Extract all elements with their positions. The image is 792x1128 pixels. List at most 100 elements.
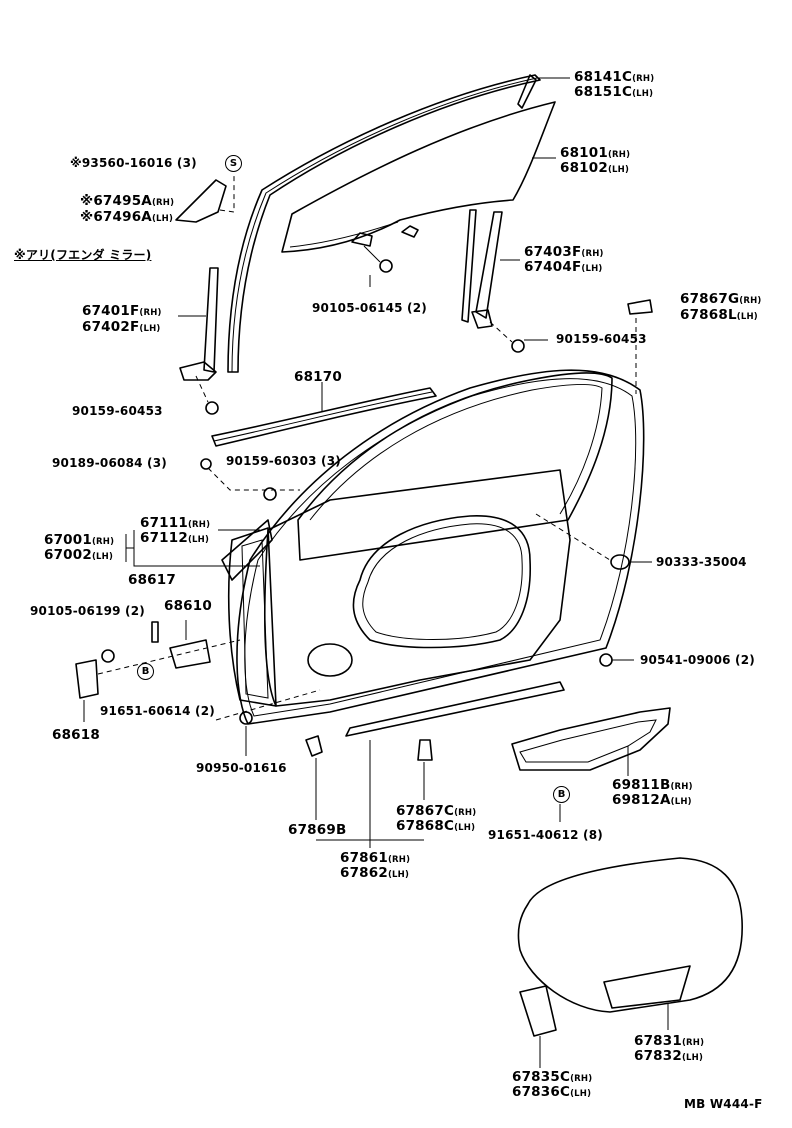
latch-bracket-69811b-inner	[519, 719, 657, 763]
label-90159-60303: 90159-60303 (3)	[226, 454, 341, 468]
label-68618: 68618	[52, 727, 100, 743]
label-69811b: 69811B(RH)	[612, 777, 693, 793]
label-67111: 67111(RH)	[140, 515, 211, 531]
latch-bracket-69811b	[511, 707, 671, 771]
circle-b-1: B	[137, 663, 154, 680]
label-93560: ※93560-16016 (3)	[70, 156, 197, 170]
label-67403f: 67403F(RH)	[524, 244, 604, 260]
door-weatherstrip-inner	[244, 378, 637, 717]
label-fender-mirror-note: ※アリ(フエンダ ミラー)	[14, 248, 152, 262]
label-67868c: 67868C(LH)	[396, 818, 476, 834]
rear-channel-67403f	[475, 211, 503, 319]
label-67868l: 67868L(LH)	[680, 307, 758, 323]
door-frame-sash	[297, 372, 613, 561]
belt-weatherstrip-68170	[211, 387, 437, 447]
run-channel-68141c	[227, 74, 541, 373]
label-91651-60614: 91651-60614 (2)	[100, 704, 215, 718]
dash-67401-bolt	[195, 375, 209, 403]
label-68101: 68101(RH)	[560, 145, 631, 161]
label-68610: 68610	[164, 598, 212, 614]
dash-90159-60303	[207, 467, 300, 491]
lower-weatherstrip	[345, 681, 565, 737]
door-hinge-pillar-inner	[241, 539, 269, 699]
bolt-90105a-head	[379, 259, 393, 273]
label-67869b: 67869B	[288, 822, 347, 838]
label-67496a: ※67496A(LH)	[80, 209, 174, 225]
bolt-90159-60453-b	[511, 339, 525, 353]
service-cover-67831	[517, 857, 743, 1013]
run-channel-corner	[517, 74, 537, 109]
label-90159-60453-a: 90159-60453	[72, 404, 163, 418]
label-91651-40612: 91651-40612 (8)	[488, 828, 603, 842]
label-90541-09006: 90541-09006 (2)	[640, 653, 755, 667]
run-channel-inner-line	[231, 77, 538, 373]
bolt-90105-06199	[101, 649, 115, 663]
dash-90333	[535, 513, 611, 561]
door-weatherstrip-67861	[236, 369, 645, 725]
label-67862: 67862(LH)	[340, 865, 410, 881]
front-channel-mount	[179, 361, 217, 381]
belt-weatherstrip-inner	[213, 391, 433, 442]
label-67002: 67002(LH)	[44, 547, 114, 563]
door-frame-sash-inner	[309, 383, 603, 521]
label-67112: 67112(LH)	[140, 530, 210, 546]
label-67401f: 67401F(RH)	[82, 303, 162, 319]
glass-bracket	[351, 232, 373, 247]
hinge-68618	[75, 659, 99, 699]
rear-channel-mount	[471, 309, 493, 329]
front-channel-67401f	[203, 267, 219, 373]
label-90159-60453-b: 90159-60453	[556, 332, 647, 346]
diagram-reference-code: MB W444-F	[684, 1097, 763, 1111]
label-90105-06145: 90105-06145 (2)	[312, 301, 427, 315]
label-68141c: 68141C(RH)	[574, 69, 655, 85]
door-hinge-pillar	[227, 527, 277, 707]
pad-67835c	[519, 985, 557, 1037]
door-panel-opening-inner	[362, 523, 523, 640]
door-panel-67001	[263, 469, 571, 707]
label-68151c: 68151C(LH)	[574, 84, 654, 100]
clip-67867c	[417, 739, 433, 761]
glass-bracket-2	[401, 225, 419, 238]
outer-panel-67111	[221, 519, 273, 581]
mirror-cover-67495a	[175, 179, 227, 223]
label-68617: 68617	[128, 572, 176, 588]
bolt-90159-60453-a	[205, 401, 219, 415]
label-90189-06084: 90189-06084 (3)	[52, 456, 167, 470]
hole-plug-90333	[610, 554, 630, 570]
door-glass-68101	[281, 101, 556, 253]
label-67404f: 67404F(LH)	[524, 259, 603, 275]
label-67835c: 67835C(RH)	[512, 1069, 593, 1085]
door-panel-speaker-hole	[307, 643, 353, 677]
door-glass-lower-edge	[289, 221, 399, 248]
dash-93560	[219, 175, 235, 213]
label-67867g: 67867G(RH)	[680, 291, 762, 307]
clip-67867g	[627, 299, 653, 315]
leader-67001	[125, 530, 260, 567]
label-67836c: 67836C(LH)	[512, 1084, 592, 1100]
clip-67869b	[305, 735, 323, 757]
label-90950-01616: 90950-01616	[196, 761, 287, 775]
dash-hinge	[97, 639, 321, 721]
label-69812a: 69812A(LH)	[612, 792, 692, 808]
bolt-leader-90105a	[363, 245, 381, 287]
plug-90950	[239, 711, 253, 725]
label-90333-35004: 90333-35004	[656, 555, 747, 569]
bolt-90159-60303	[263, 487, 277, 501]
bolt-90189-06084	[200, 458, 212, 470]
label-68170: 68170	[294, 369, 342, 385]
center-sash	[461, 209, 477, 323]
clip-90541	[599, 653, 613, 667]
label-67867c: 67867C(RH)	[396, 803, 477, 819]
door-panel-opening	[352, 515, 531, 649]
label-67001: 67001(RH)	[44, 532, 115, 548]
circle-b-2: B	[553, 786, 570, 803]
label-67861: 67861(RH)	[340, 850, 411, 866]
label-67402f: 67402F(LH)	[82, 319, 161, 335]
service-cover-pocket	[603, 965, 691, 1009]
label-68102: 68102(LH)	[560, 160, 630, 176]
label-67832: 67832(LH)	[634, 1048, 704, 1064]
dash-90159-60453-b	[489, 321, 513, 343]
label-90105-06199: 90105-06199 (2)	[30, 604, 145, 618]
